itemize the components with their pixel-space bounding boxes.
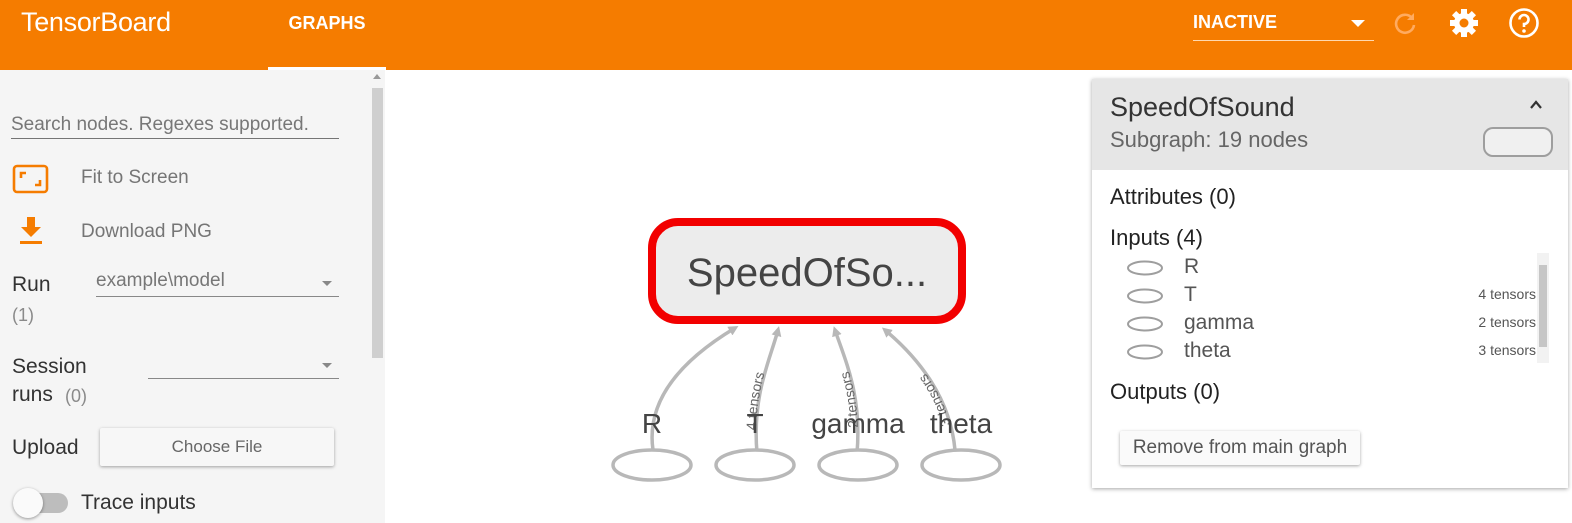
chevron-up-icon[interactable] <box>1530 99 1542 111</box>
fit-screen-icon <box>12 164 49 194</box>
run-status-select[interactable]: INACTIVE <box>1193 6 1374 41</box>
node-info-title: SpeedOfSound <box>1110 92 1295 122</box>
gear-icon[interactable] <box>1447 6 1481 40</box>
graph-node-r[interactable]: R <box>611 408 693 482</box>
trace-inputs-toggle-knob[interactable] <box>13 488 43 518</box>
refresh-icon[interactable] <box>1390 8 1420 38</box>
top-bar: TensorBoard GRAPHS INACTIVE <box>0 0 1572 70</box>
run-dropdown[interactable]: example\model <box>96 270 339 297</box>
caret-down-icon <box>322 363 332 368</box>
edge-r <box>650 325 739 451</box>
svg-text:R: R <box>642 408 662 439</box>
node-info-subtitle: Subgraph: 19 nodes <box>1110 127 1309 152</box>
fit-to-screen-button[interactable]: Fit to Screen <box>12 164 262 194</box>
download-png-button[interactable]: Download PNG <box>12 216 262 246</box>
input-tensor-count: 4 tensors <box>1478 286 1536 302</box>
node-info-header: SpeedOfSound Subgraph: 19 nodes <box>1092 79 1568 170</box>
caret-down-icon <box>1351 20 1365 27</box>
choose-file-button[interactable]: Choose File <box>100 428 334 466</box>
trace-inputs-label: Trace inputs <box>81 491 196 514</box>
input-name: theta <box>1184 339 1231 362</box>
graph-node-gamma[interactable]: gamma <box>811 408 905 482</box>
session-runs-label: Session <box>12 355 87 378</box>
tab-graphs-label: GRAPHS <box>288 13 366 33</box>
graph-node-speedofsound[interactable]: SpeedOfSo... <box>648 218 966 324</box>
node-ellipse-icon <box>1127 316 1163 332</box>
input-name: T <box>1184 283 1197 306</box>
svg-text:SpeedOfSo...: SpeedOfSo... <box>687 251 927 295</box>
app-title: TensorBoard <box>21 7 171 37</box>
input-row-r[interactable]: R <box>1126 255 1536 283</box>
session-runs-label-2: runs <box>12 383 53 406</box>
run-status-value: INACTIVE <box>1193 12 1278 32</box>
input-row-gamma[interactable]: gamma 2 tensors <box>1126 311 1536 339</box>
fit-to-screen-label: Fit to Screen <box>81 167 189 188</box>
session-runs-count: (0) <box>65 386 87 406</box>
svg-text:gamma: gamma <box>811 408 905 439</box>
node-ellipse-icon <box>1127 288 1163 304</box>
attributes-header[interactable]: Attributes (0) <box>1110 184 1236 209</box>
search-input[interactable]: Search nodes. Regexes supported. <box>11 112 339 139</box>
run-label: Run <box>12 273 51 296</box>
caret-down-icon <box>322 281 332 286</box>
inputs-header[interactable]: Inputs (4) <box>1110 225 1203 250</box>
remove-from-main-graph-button[interactable]: Remove from main graph <box>1120 431 1360 465</box>
download-png-label: Download PNG <box>81 221 212 242</box>
run-count: (1) <box>12 305 34 325</box>
node-info-card: SpeedOfSound Subgraph: 19 nodes Attribut… <box>1092 79 1568 488</box>
svg-text:T: T <box>746 408 763 439</box>
node-color-swatch[interactable] <box>1483 127 1553 157</box>
input-row-theta[interactable]: theta 3 tensors <box>1126 339 1536 367</box>
svg-text:theta: theta <box>930 408 993 439</box>
help-icon[interactable] <box>1507 6 1541 40</box>
input-name: R <box>1184 255 1200 278</box>
node-ellipse-icon <box>1127 344 1163 360</box>
download-icon <box>20 217 42 244</box>
sidebar-scrollbar-thumb[interactable] <box>372 88 383 358</box>
input-tensor-count: 2 tensors <box>1478 314 1536 330</box>
graph-node-theta[interactable]: theta <box>920 408 1002 482</box>
scroll-up-icon[interactable] <box>373 74 381 79</box>
input-row-t[interactable]: T 4 tensors <box>1126 283 1536 311</box>
upload-label: Upload <box>12 436 79 459</box>
session-runs-dropdown[interactable] <box>148 352 339 379</box>
inputs-scrollbar-thumb[interactable] <box>1539 265 1547 347</box>
run-dropdown-value: example\model <box>96 270 225 291</box>
tab-graphs[interactable]: GRAPHS <box>268 0 386 70</box>
input-name: gamma <box>1184 311 1255 334</box>
node-ellipse-icon <box>1127 260 1163 276</box>
outputs-header[interactable]: Outputs (0) <box>1110 379 1221 404</box>
graph-node-t[interactable]: T <box>714 408 796 482</box>
input-tensor-count: 3 tensors <box>1478 342 1536 358</box>
